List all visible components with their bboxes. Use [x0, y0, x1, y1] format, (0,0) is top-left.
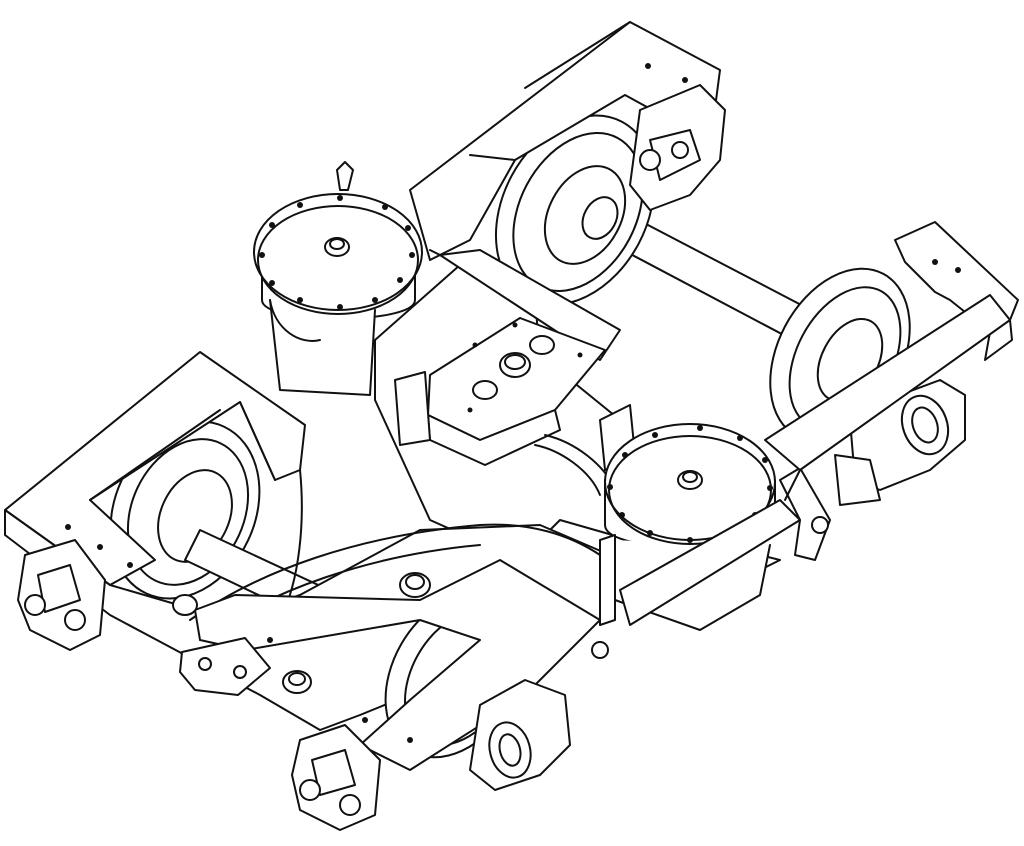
axle-box-front-right — [469, 679, 571, 791]
right-longitudinal-beam — [619, 294, 1011, 626]
air-spring-right-valve — [677, 470, 703, 490]
air-spring-left-valve — [324, 237, 350, 257]
front-right-sideframe — [194, 559, 601, 831]
air-spring-left-level-valve — [336, 161, 354, 191]
rear-wheelset — [494, 114, 911, 443]
lift-lug-front — [282, 670, 312, 694]
center-pivot — [394, 317, 636, 496]
bolt-front-right — [591, 641, 609, 659]
vertical-damper — [599, 534, 616, 626]
sensor-plate — [179, 637, 271, 696]
lift-lug-left — [172, 594, 198, 616]
axle-box-rear-left — [629, 84, 726, 211]
fittings — [172, 572, 609, 696]
axle-box-front-right-lower — [291, 724, 381, 831]
rear-left-wheel — [494, 114, 656, 306]
damper-mount-center — [399, 572, 431, 598]
cross-tube — [439, 249, 621, 361]
pivot-boss-center — [499, 352, 531, 378]
air-spring-left — [253, 161, 423, 396]
pivot-hole-right — [529, 335, 555, 355]
pivot-hole-left — [472, 380, 498, 400]
rear-left-sideframe — [409, 21, 726, 261]
axle-box-front-left — [17, 539, 106, 651]
